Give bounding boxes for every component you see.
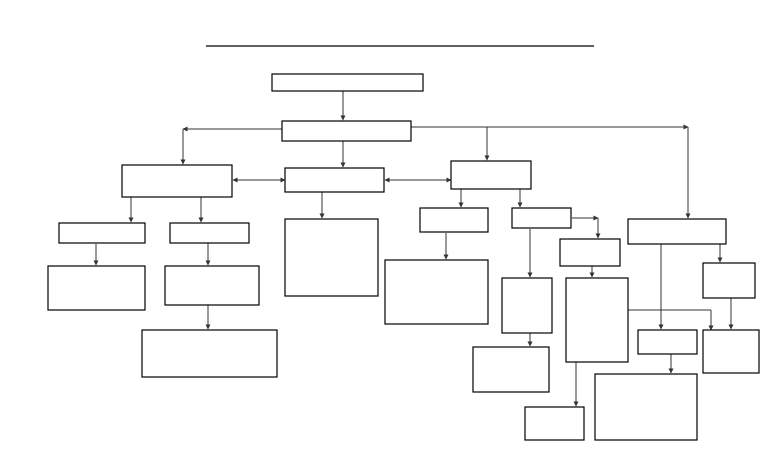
- node-right-branch: [450, 160, 532, 190]
- node-far-right: [627, 218, 727, 245]
- node-center-branch: [284, 167, 385, 193]
- node-bottom-left-of-small: [472, 346, 550, 393]
- node-tall-right: [565, 277, 629, 363]
- node-far-right-mini: [637, 329, 698, 355]
- node-bottom-tiny: [524, 406, 585, 441]
- node-right-child-b: [511, 207, 572, 229]
- node-mid-box: [559, 238, 621, 267]
- node-root: [271, 73, 424, 92]
- node-right-child-a-detail: [384, 259, 489, 325]
- node-left-child-b-sub: [141, 329, 278, 378]
- node-left-child-a: [58, 222, 146, 244]
- node-far-right-bottom: [702, 329, 760, 374]
- node-far-right-small: [702, 262, 756, 299]
- node-right-child-a: [419, 207, 489, 233]
- node-main: [281, 120, 412, 142]
- node-left-child-b-detail: [164, 265, 260, 306]
- node-small-vertical: [501, 277, 553, 334]
- node-far-right-large: [594, 373, 698, 441]
- node-left-child-b: [169, 222, 250, 244]
- node-center-tall: [284, 218, 379, 297]
- edges: [93, 91, 734, 407]
- nodes: [47, 73, 760, 441]
- node-left-branch: [121, 164, 233, 198]
- node-left-child-a-detail: [47, 265, 146, 311]
